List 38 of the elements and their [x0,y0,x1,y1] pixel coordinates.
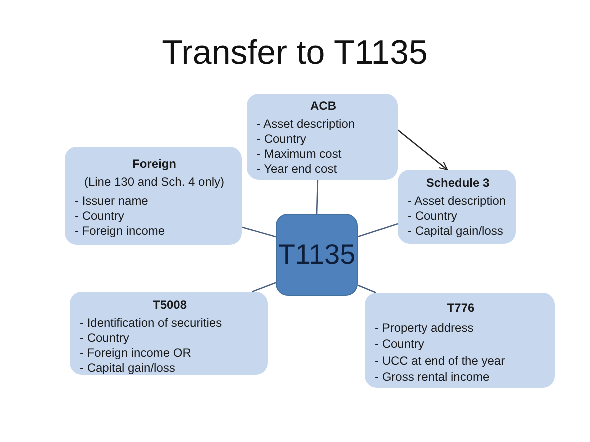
list-item: - Year end cost [257,162,338,177]
rounded-box [398,170,516,244]
list-item: - Maximum cost [257,147,342,162]
list-item: - UCC at end of the year [375,352,506,369]
list-item: - Foreign income OR [80,346,192,361]
rounded-box [365,293,555,388]
card-heading: Foreign [132,157,176,172]
connector-line [358,284,377,294]
rounded-box [70,292,268,375]
card-heading: T776 [447,300,475,316]
connector-line [358,223,398,238]
list-item: - Foreign income [75,224,166,239]
list-item: - Country [408,209,458,224]
list-item: - Asset description [408,194,506,209]
list-item: - Property address [375,320,474,336]
list-item: - Capital gain/loss [408,224,504,239]
hub-box [276,214,358,296]
list-item: - Country [80,331,130,346]
list-item: - Country [375,336,424,352]
list-item: - Asset description [257,117,356,132]
list-item: - Identification of securities [80,316,222,331]
hub-label: T1135 [278,239,356,271]
card-heading: ACB [310,99,336,114]
list-item: - Issuer name [75,194,148,209]
rounded-box [65,147,242,245]
diagram-title: Transfer to T1135 [162,34,428,73]
list-item: - Country [75,209,124,224]
rounded-box [247,94,398,180]
connector-line [252,282,276,293]
card-heading: T5008 [152,298,188,313]
list-item: - Country [257,132,306,147]
connector-line [316,180,319,214]
list-item: - Capital gain/loss [80,361,176,376]
note-text: (Line 130 and Sch. 4 only) [84,175,225,190]
card-heading: Schedule 3 [426,176,490,191]
list-item: - Gross rental income [375,369,490,386]
connector-line [242,226,276,238]
arrow [398,130,448,171]
